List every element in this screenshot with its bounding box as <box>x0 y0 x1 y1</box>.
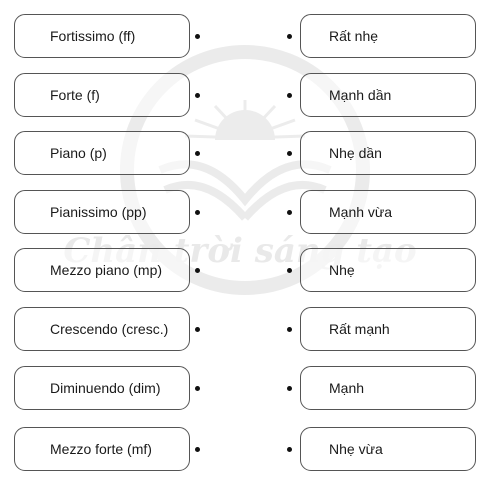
left-term-label: Piano (p) <box>50 145 107 161</box>
left-term-box-6: Crescendo (cresc.) <box>14 307 190 351</box>
left-connector-dot[interactable] <box>195 447 200 452</box>
left-connector-dot[interactable] <box>195 268 200 273</box>
left-connector-dot[interactable] <box>195 210 200 215</box>
right-meaning-box-8: Nhẹ vừa <box>300 427 476 471</box>
left-term-box-3: Piano (p) <box>14 131 190 175</box>
right-meaning-box-6: Rất mạnh <box>300 307 476 351</box>
left-term-label: Crescendo (cresc.) <box>50 321 169 337</box>
right-connector-dot[interactable] <box>287 386 292 391</box>
right-connector-dot[interactable] <box>287 268 292 273</box>
right-connector-dot[interactable] <box>287 93 292 98</box>
left-connector-dot[interactable] <box>195 327 200 332</box>
left-connector-dot[interactable] <box>195 151 200 156</box>
right-meaning-box-4: Mạnh vừa <box>300 190 476 234</box>
right-meaning-label: Mạnh vừa <box>329 204 393 220</box>
left-term-box-8: Mezzo forte (mf) <box>14 427 190 471</box>
left-term-label: Diminuendo (dim) <box>50 380 161 396</box>
left-term-box-7: Diminuendo (dim) <box>14 366 190 410</box>
right-meaning-box-5: Nhẹ <box>300 248 476 292</box>
right-meaning-box-3: Nhẹ dần <box>300 131 476 175</box>
left-term-label: Pianissimo (pp) <box>50 204 147 220</box>
left-term-label: Forte (f) <box>50 87 100 103</box>
right-meaning-label: Mạnh <box>329 380 365 396</box>
right-meaning-label: Nhẹ dần <box>329 145 382 161</box>
left-term-box-1: Fortissimo (ff) <box>14 14 190 58</box>
right-meaning-box-2: Mạnh dần <box>300 73 476 117</box>
right-meaning-label: Rất mạnh <box>329 321 390 337</box>
left-term-box-2: Forte (f) <box>14 73 190 117</box>
left-term-box-5: Mezzo piano (mp) <box>14 248 190 292</box>
left-term-label: Mezzo forte (mf) <box>50 441 152 457</box>
right-meaning-label: Nhẹ vừa <box>329 441 383 457</box>
left-term-label: Fortissimo (ff) <box>50 28 136 44</box>
left-connector-dot[interactable] <box>195 93 200 98</box>
left-term-box-4: Pianissimo (pp) <box>14 190 190 234</box>
right-connector-dot[interactable] <box>287 447 292 452</box>
right-meaning-box-7: Mạnh <box>300 366 476 410</box>
right-meaning-label: Rất nhẹ <box>329 28 379 44</box>
right-meaning-label: Nhẹ <box>329 262 355 278</box>
right-connector-dot[interactable] <box>287 327 292 332</box>
right-connector-dot[interactable] <box>287 34 292 39</box>
right-meaning-box-1: Rất nhẹ <box>300 14 476 58</box>
right-meaning-label: Mạnh dần <box>329 87 392 103</box>
left-term-label: Mezzo piano (mp) <box>50 262 163 278</box>
left-connector-dot[interactable] <box>195 34 200 39</box>
right-connector-dot[interactable] <box>287 151 292 156</box>
right-connector-dot[interactable] <box>287 210 292 215</box>
left-connector-dot[interactable] <box>195 386 200 391</box>
